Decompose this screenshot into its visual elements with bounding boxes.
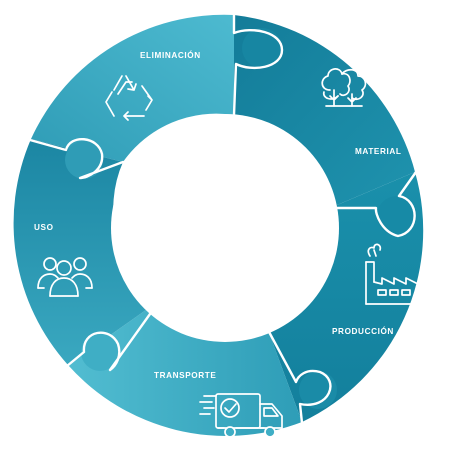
ring — [13, 14, 424, 436]
label-produccion: PRODUCCIÓN — [332, 325, 394, 336]
label-material: MATERIAL — [355, 147, 402, 156]
center-hole — [111, 114, 339, 342]
puzzle-knobs — [65, 28, 417, 409]
delivery-truck-icon — [199, 393, 283, 438]
label-transporte: TRANSPORTE — [154, 371, 216, 380]
factory-icon — [365, 243, 419, 305]
recycle-icon — [105, 75, 153, 121]
label-eliminacion: ELIMINACIÓN — [140, 49, 201, 60]
people-group-icon — [37, 257, 93, 297]
puzzle-seams — [28, 12, 418, 425]
segment-material[interactable] — [234, 15, 415, 208]
segment-produccion[interactable] — [268, 172, 424, 422]
trees-icon — [321, 68, 367, 107]
label-uso: USO — [34, 223, 54, 232]
segment-uso[interactable] — [13, 139, 161, 365]
